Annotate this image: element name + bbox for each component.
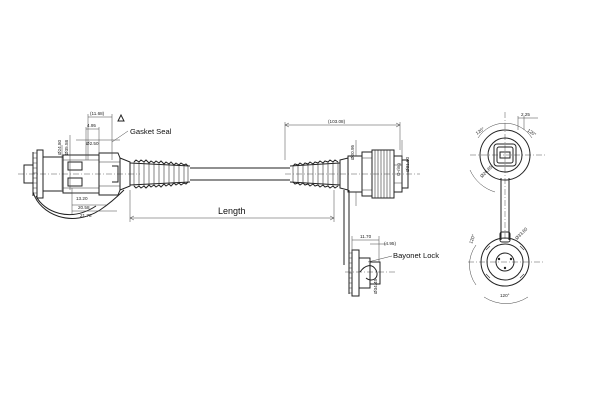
cable	[190, 167, 290, 181]
dim-2-25: 2.25	[521, 112, 530, 117]
left-strain-relief	[129, 159, 191, 189]
label-gasket-seal: Gasket Seal	[130, 127, 172, 136]
label-length: Length	[218, 206, 246, 216]
front-view-cap	[468, 231, 545, 304]
dim-35-58: Ø35.58	[64, 139, 69, 155]
dim-4-95-low: (4.95)	[384, 241, 396, 246]
label-bayonet-lock: Bayonet Lock	[393, 251, 439, 260]
left-connector	[18, 149, 140, 219]
dim-31-60: Ø31.60	[405, 156, 410, 172]
dim-21-78: 21.78	[80, 213, 92, 218]
dim-20-95: Ø20.95	[350, 144, 355, 160]
dim-20-58: 20.58	[78, 205, 90, 210]
dim-120-c: 120°	[468, 234, 476, 245]
front-view-receptacle	[469, 112, 545, 240]
dim-11-68: (11.68)	[90, 111, 105, 116]
dim-11-70: 11.70	[360, 234, 372, 239]
callout-labels: Gasket Seal Length Bayonet Lock	[130, 127, 439, 260]
right-strain-relief	[289, 159, 341, 189]
dim-33-60: Ø33.60	[514, 226, 529, 241]
dim-34-45: Ø34.45	[373, 278, 378, 294]
dimension-lines	[61, 113, 538, 263]
dust-cap	[345, 249, 395, 297]
dim-103-08: (103.08)	[328, 119, 346, 124]
dim-120-b: 120°	[526, 128, 537, 138]
dim-120-d: 120°	[500, 293, 510, 298]
dim-4-95-top: 4.95	[87, 123, 96, 128]
right-connector	[285, 149, 420, 265]
dim-120-a: 120°	[475, 126, 486, 136]
dim-13-20: 13.20	[76, 196, 88, 201]
dim-2-50: Ø2.50	[86, 141, 99, 146]
dim-o-ring: O-ring	[396, 163, 401, 176]
dimension-values: (11.68) 4.95 Ø2.50 Ø24.80 Ø35.58 13.20 2…	[57, 111, 537, 298]
dim-24-80: Ø24.80	[57, 139, 62, 155]
